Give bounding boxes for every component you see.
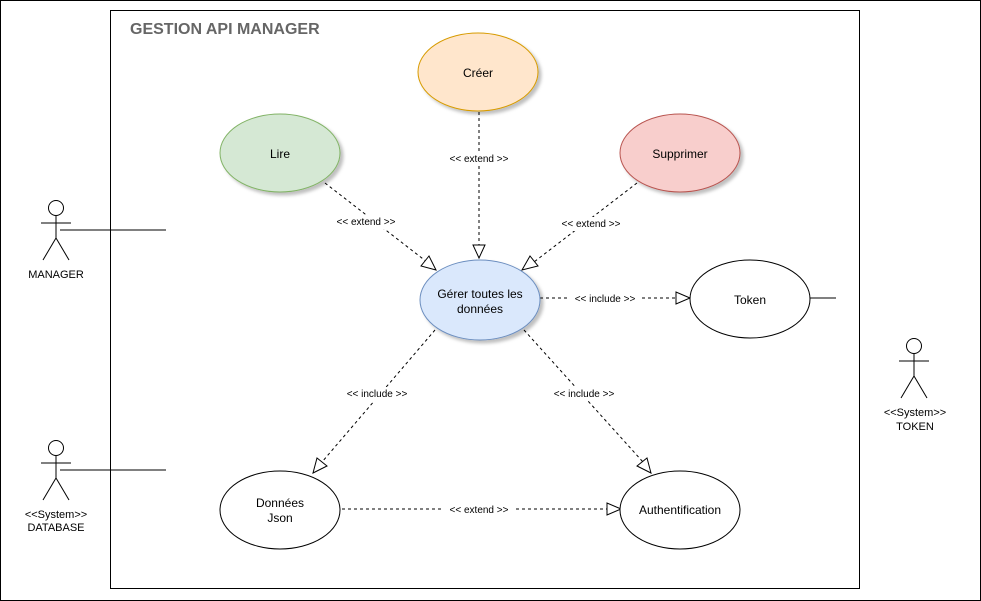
actor-token[interactable] bbox=[899, 338, 929, 399]
use-case-gerer-label-line1: Gérer toutes les bbox=[437, 287, 522, 301]
use-case-gerer-label-line2: données bbox=[457, 302, 503, 316]
relation-label-token: << include >> bbox=[575, 294, 636, 305]
use-case-token-label: Token bbox=[734, 293, 766, 307]
arrowhead-donnees bbox=[312, 457, 328, 474]
use-case-donnees-label-line2: Json bbox=[267, 511, 292, 525]
actor-manager[interactable] bbox=[41, 200, 71, 261]
arrowhead-creer bbox=[472, 244, 486, 260]
actor-token-label: TOKEN bbox=[896, 421, 934, 433]
arrowhead-supprimer bbox=[520, 255, 539, 271]
use-case-auth-label: Authentification bbox=[639, 503, 721, 517]
use-case-lire-label: Lire bbox=[270, 147, 290, 161]
actor-database[interactable] bbox=[41, 440, 71, 501]
relation-label-donnees: << include >> bbox=[347, 389, 408, 400]
system-title: GESTION API MANAGER bbox=[130, 21, 320, 38]
arrowhead-token bbox=[675, 291, 692, 305]
use-case-supprimer-label: Supprimer bbox=[652, 147, 707, 161]
dependency-supprimer bbox=[533, 182, 638, 263]
relation-label-auth: << include >> bbox=[554, 389, 615, 400]
use-case-token[interactable] bbox=[689, 259, 811, 339]
relation-label-donnees-auth: << extend >> bbox=[450, 505, 509, 516]
actor-database-stereotype: <<System>> bbox=[25, 509, 87, 521]
use-case-authentification[interactable] bbox=[619, 470, 741, 550]
use-case-creer[interactable] bbox=[417, 32, 539, 112]
actor-database-label: DATABASE bbox=[27, 522, 84, 534]
use-case-donnees-json[interactable] bbox=[219, 470, 341, 550]
arrowhead-auth bbox=[636, 457, 652, 474]
relation-label-creer: << extend >> bbox=[450, 154, 509, 165]
use-case-donnees-label-line1: Données bbox=[256, 496, 304, 510]
use-case-supprimer[interactable] bbox=[619, 113, 741, 193]
arrowhead-donnees-auth bbox=[606, 502, 623, 516]
use-case-gerer[interactable] bbox=[419, 259, 541, 341]
use-case-creer-label: Créer bbox=[463, 66, 493, 80]
arrowhead-lire bbox=[420, 255, 437, 271]
use-case-lire[interactable] bbox=[219, 113, 341, 193]
relation-label-supprimer: << extend >> bbox=[562, 219, 621, 230]
actor-manager-label: MANAGER bbox=[28, 269, 84, 281]
relation-label-lire: << extend >> bbox=[337, 217, 396, 228]
actor-token-stereotype: <<System>> bbox=[884, 407, 946, 419]
